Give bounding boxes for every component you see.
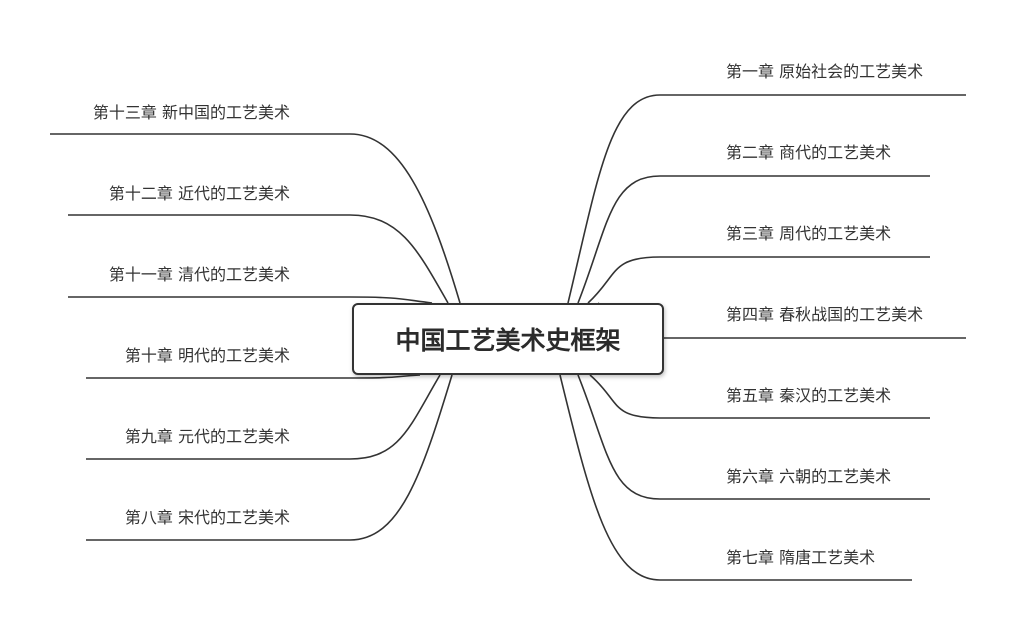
branch-chapter-6[interactable]: 第六章 六朝的工艺美术 — [726, 467, 892, 486]
connector-chapter-9 — [86, 374, 441, 460]
branch-chapter-11[interactable]: 第十一章 清代的工艺美术 — [108, 265, 290, 284]
connector-chapter-3 — [587, 256, 930, 304]
connector-chapter-6 — [577, 374, 930, 500]
branch-chapter-2[interactable]: 第二章 商代的工艺美术 — [726, 143, 892, 162]
branch-chapter-10[interactable]: 第十章 明代的工艺美术 — [124, 346, 290, 365]
connector-chapter-1 — [567, 94, 966, 304]
connector-chapter-8 — [86, 374, 453, 541]
branch-chapter-12[interactable]: 第十二章 近代的工艺美术 — [108, 184, 290, 203]
connector-chapter-2 — [577, 175, 930, 304]
connector-chapter-12 — [68, 214, 449, 304]
center-node[interactable]: 中国工艺美术史框架 — [352, 303, 664, 375]
branch-chapter-13[interactable]: 第十三章 新中国的工艺美术 — [92, 103, 290, 122]
branch-chapter-5[interactable]: 第五章 秦汉的工艺美术 — [726, 386, 892, 405]
connector-chapter-5 — [589, 374, 930, 419]
branch-chapter-7[interactable]: 第七章 隋唐工艺美术 — [726, 548, 876, 567]
branch-chapter-9[interactable]: 第九章 元代的工艺美术 — [124, 427, 290, 446]
connector-chapter-10 — [86, 374, 421, 379]
branch-chapter-3[interactable]: 第三章 周代的工艺美术 — [726, 224, 892, 243]
connector-chapter-7 — [559, 374, 912, 581]
connector-chapter-11 — [68, 296, 433, 304]
branch-chapter-8[interactable]: 第八章 宋代的工艺美术 — [124, 508, 290, 527]
center-title: 中国工艺美术史框架 — [395, 326, 621, 355]
branch-chapter-1[interactable]: 第一章 原始社会的工艺美术 — [726, 62, 924, 81]
connector-chapter-13 — [50, 133, 461, 304]
branch-chapter-4[interactable]: 第四章 春秋战国的工艺美术 — [726, 305, 924, 324]
